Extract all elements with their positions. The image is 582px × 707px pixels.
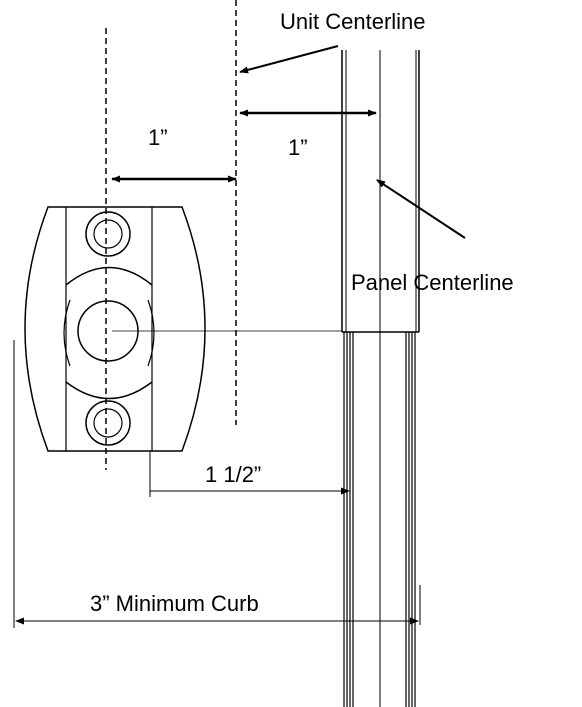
unit-centerline-leader xyxy=(239,45,339,74)
panel-centerline-label: Panel Centerline xyxy=(351,270,514,295)
top-bolt-icon xyxy=(85,211,131,257)
dim-unit-offset-label: 1” xyxy=(148,125,168,150)
panel-centerline-leader xyxy=(376,179,466,239)
dim-min-curb-label: 3” Minimum Curb xyxy=(90,591,259,616)
bottom-bolt-icon xyxy=(85,400,131,446)
dim-panel-face-label: 1 1/2” xyxy=(205,462,261,487)
dim-panel-offset-label: 1” xyxy=(288,135,308,160)
panel-lower xyxy=(343,332,416,707)
unit-centerline-label: Unit Centerline xyxy=(280,9,426,34)
unit-body xyxy=(24,206,206,452)
